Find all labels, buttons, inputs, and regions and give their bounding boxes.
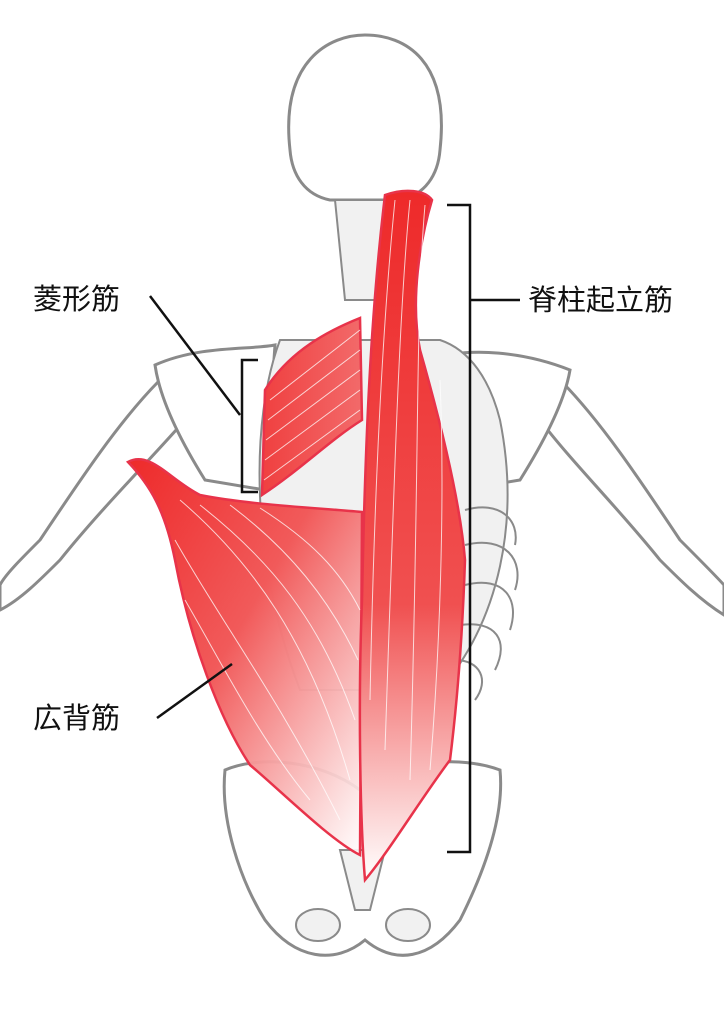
left-obturator	[295, 908, 341, 942]
rhomboid-muscle	[260, 316, 364, 498]
erector-spinae-bracket	[447, 203, 520, 854]
skull	[287, 33, 443, 202]
annotations	[149, 203, 520, 854]
label-latissimus-dorsi: 広背筋	[33, 701, 121, 735]
rhomboid-bracket	[240, 358, 258, 494]
rhomboid-leader-line	[149, 295, 241, 416]
latissimus-dorsi-muscle	[125, 458, 364, 858]
left-arm	[0, 377, 187, 612]
left-shoulder-blade	[153, 343, 277, 492]
latissimus-leader-line	[156, 662, 233, 720]
right-arm	[538, 377, 724, 617]
right-obturator	[385, 908, 431, 942]
erector-spinae-muscle	[358, 189, 467, 884]
label-erector-spinae: 脊柱起立筋	[528, 283, 674, 317]
label-rhomboid: 菱形筋	[33, 282, 121, 316]
